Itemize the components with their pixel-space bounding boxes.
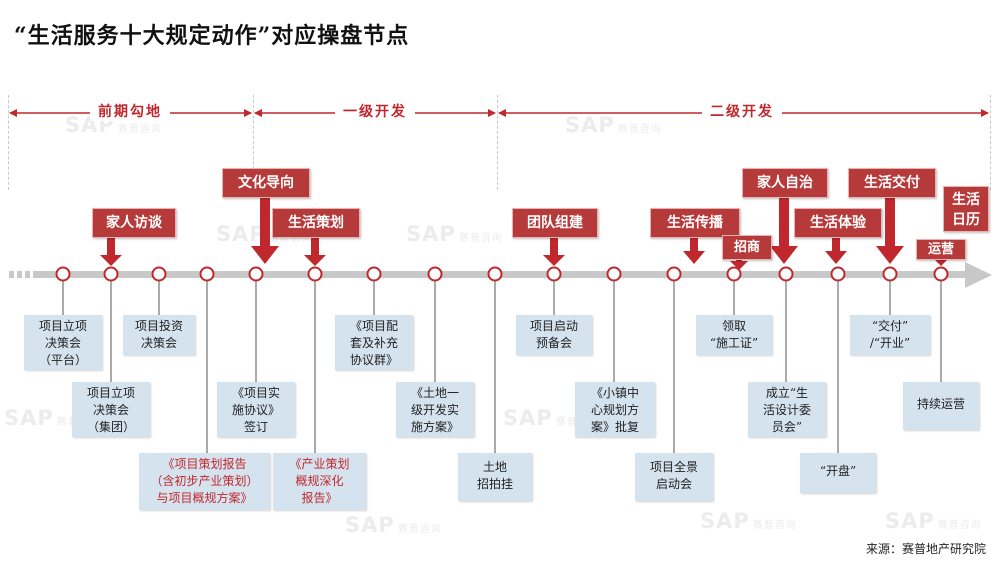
action-tag-team-building: 团队组建 (512, 208, 598, 238)
phase-label-primary: 一级开发 (335, 101, 415, 121)
action-tag-life-planning: 生活策划 (272, 208, 360, 238)
phase-label-early: 前期勾地 (90, 101, 170, 121)
phase-label-secondary: 二级开发 (702, 101, 782, 121)
phase-divider (253, 95, 254, 190)
timeline-node (199, 266, 215, 282)
milestone-box: 持续运营 (903, 382, 979, 430)
milestone-box: 《产业策划 概规深化 报告》 (273, 453, 366, 510)
timeline-node (726, 266, 742, 282)
timeline-node (55, 266, 71, 282)
timeline-node (307, 266, 323, 282)
action-tag-life-communication: 生活传播 (650, 208, 740, 238)
timeline-node (151, 266, 167, 282)
action-tag-life-calendar: 生活 日历 (943, 186, 989, 232)
milestone-box: 《项目策划报告 （含初步产业策划） 与项目概规方案》 (139, 453, 270, 510)
action-tag-family-interview: 家人访谈 (92, 208, 176, 238)
page-title: “生活服务十大规定动作”对应操盘节点 (14, 23, 410, 49)
action-tag-life-experience: 生活体验 (794, 208, 882, 238)
timeline-node (103, 266, 119, 282)
source-note: 来源：赛普地产研究院 (865, 542, 986, 556)
action-tag-culture-orientation: 文化导向 (222, 168, 310, 198)
milestone-box: “开盘” (800, 453, 876, 493)
action-arrows (100, 196, 949, 270)
milestone-connectors (62, 281, 942, 453)
timeline-node (606, 266, 622, 282)
timeline-node (487, 266, 503, 282)
phase-divider (8, 95, 9, 190)
timeline-node (366, 266, 382, 282)
milestone-box: 项目启动 预备会 (516, 315, 592, 355)
timeline-node (778, 266, 794, 282)
milestone-box: 《小镇中 心规划方 案》批复 (575, 382, 655, 437)
milestone-box: 《土地一 级开发实 施方案》 (396, 382, 474, 437)
milestone-box: 土地 招拍挂 (458, 453, 532, 501)
milestone-box: 项目立项 决策会 （集团） (72, 382, 150, 437)
timeline-node (830, 266, 846, 282)
timeline-node (427, 266, 443, 282)
timeline-node (248, 266, 264, 282)
timeline-node (882, 266, 898, 282)
action-tag-merchants: 招商 (722, 235, 772, 260)
action-tag-operation: 运营 (916, 239, 966, 260)
action-tag-life-delivery: 生活交付 (848, 168, 936, 198)
milestone-box: 成立“生 活设计委 员会” (748, 382, 826, 437)
phase-divider (990, 95, 991, 190)
action-tag-family-autonomy: 家人自治 (742, 168, 828, 198)
milestone-box: 项目全景 启动会 (635, 453, 713, 501)
milestone-box: 项目立项 决策会 （平台） (24, 315, 102, 370)
milestone-box: “交付” /“开业” (850, 315, 930, 355)
timeline-node (933, 266, 949, 282)
milestone-box: 项目投资 决策会 (123, 315, 195, 355)
timeline-node (666, 266, 682, 282)
milestone-box: 《项目配 套及补充 协议群》 (335, 315, 413, 370)
milestone-box: 领取 “施工证” (696, 315, 772, 355)
phase-divider (497, 95, 498, 190)
timeline-node (546, 266, 562, 282)
milestone-box: 《项目实 施协议》 签订 (217, 382, 295, 437)
